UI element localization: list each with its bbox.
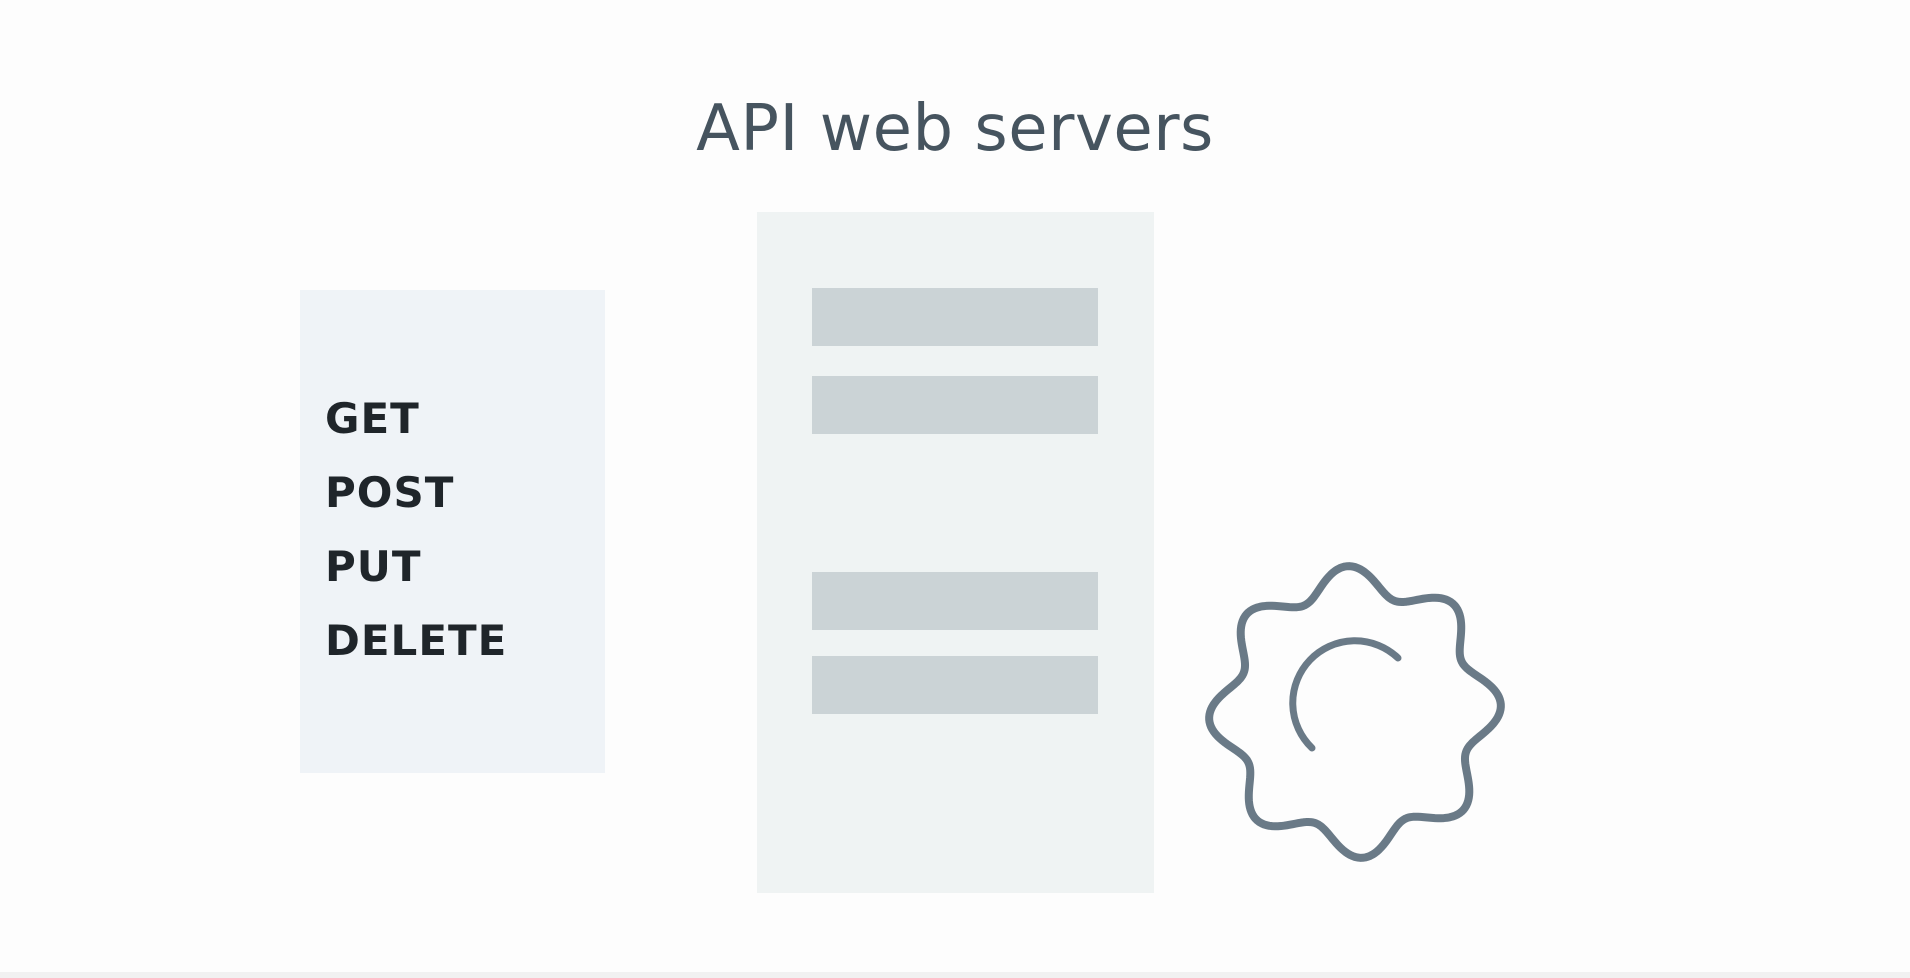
- bottom-divider: [0, 972, 1910, 978]
- method-put: PUT: [325, 542, 422, 591]
- method-post: POST: [325, 468, 455, 517]
- gear-inner-arc: [1289, 637, 1402, 752]
- server-bar: [812, 376, 1098, 434]
- method-get: GET: [325, 394, 420, 443]
- http-methods-card: GET POST PUT DELETE: [300, 290, 605, 773]
- server-bar: [812, 656, 1098, 714]
- http-methods-list: GET POST PUT DELETE: [325, 382, 507, 678]
- method-delete: DELETE: [325, 616, 508, 665]
- server-bar: [812, 572, 1098, 630]
- web-server-panel: [757, 212, 1154, 893]
- diagram-title: API web servers: [696, 92, 1214, 166]
- server-bar: [812, 288, 1098, 346]
- gear-outline: [1205, 562, 1505, 862]
- gear-icon: [1205, 562, 1505, 862]
